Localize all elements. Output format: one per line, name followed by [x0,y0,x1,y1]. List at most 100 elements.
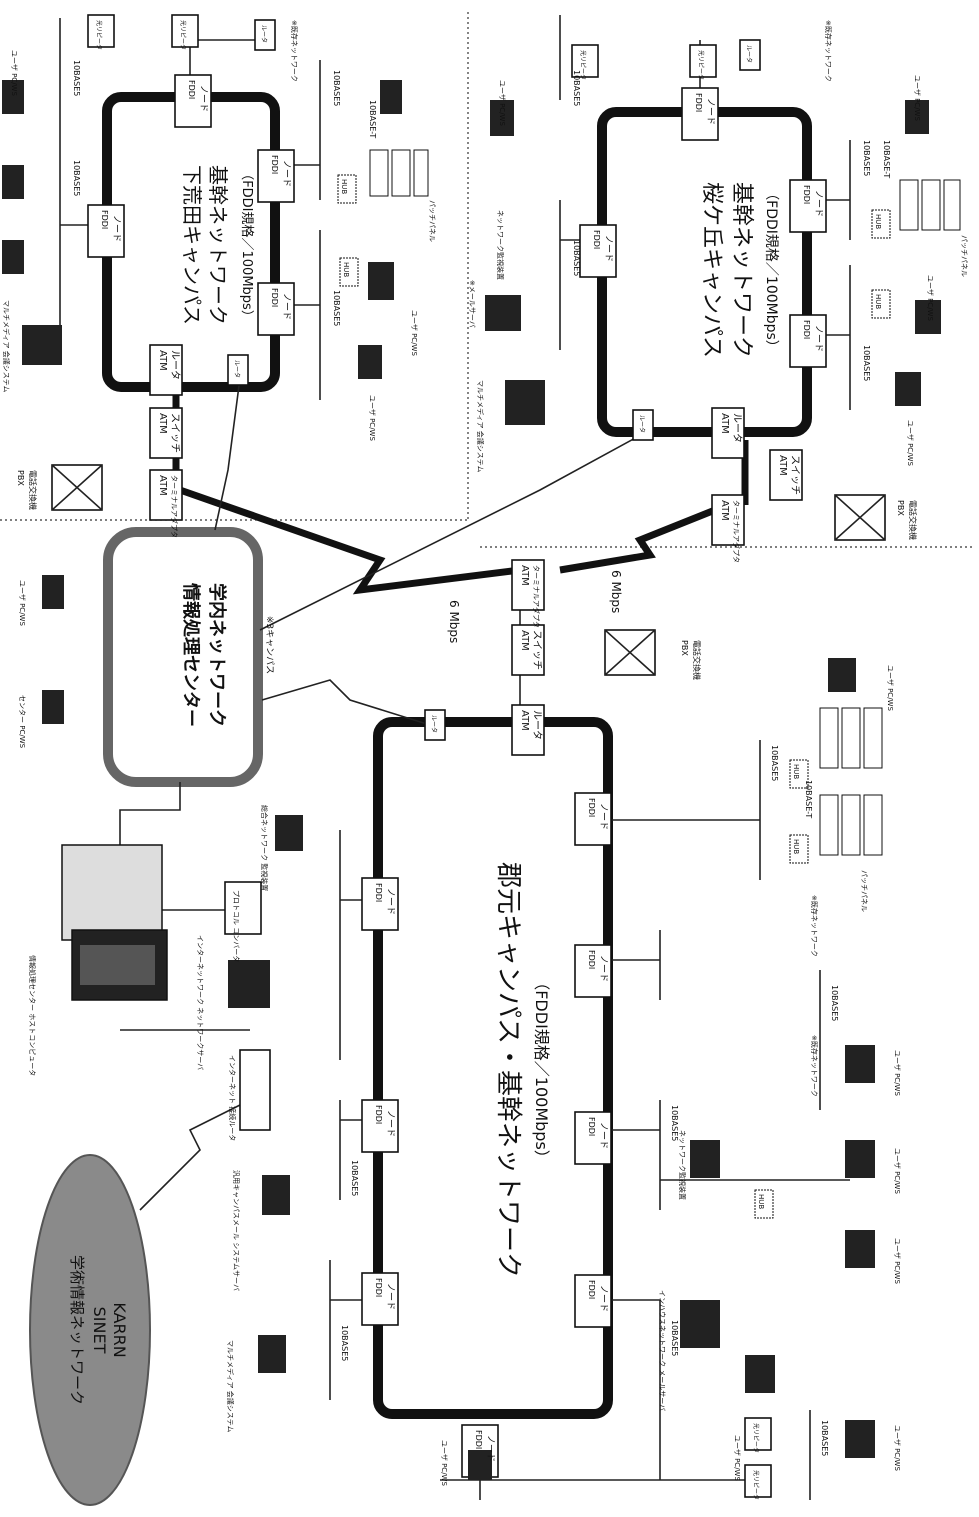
pbx-labels: PBX 電話交換機 PBX 電話交換機 PBX 電話交換機 [16,470,918,680]
svg-text:※既存ネットワーク: ※既存ネットワーク [824,20,833,82]
svg-text:ルータ: ルータ [638,415,646,433]
svg-text:ユーザ PC/WS: ユーザ PC/WS [893,1238,901,1284]
svg-text:10BASE-T: 10BASE-T [882,140,891,178]
repeater-labels: 光リピータ 光リピータ 光リピータ 光リピータ 光リピータ 光リピータ [95,20,760,1500]
hub-labels: HUB HUB HUB HUB HUB HUB HUB [340,179,882,1209]
svg-text:ターミナルアダプタ: ターミナルアダプタ [732,500,741,563]
atm-labels: ATM ルータ ATM スイッチ ATM ターミナルアダプタ ATM ルータ A… [157,350,801,740]
svg-text:10BASE5: 10BASE5 [332,290,341,326]
svg-text:10BASE-T: 10BASE-T [804,780,813,818]
svg-text:10BASE5: 10BASE5 [572,70,581,106]
svg-text:汎用キャンパスメール システムサーバ: 汎用キャンパスメール システムサーバ [232,1170,241,1291]
svg-text:ルータ: ルータ [731,413,743,443]
svg-text:HUB: HUB [342,262,350,277]
svg-text:10BASE5: 10BASE5 [670,1105,679,1141]
svg-text:FDDI: FDDI [587,1280,596,1299]
svg-text:マルチメディア 会議システム: マルチメディア 会議システム [2,300,11,393]
svg-text:10BASE5: 10BASE5 [340,1325,349,1361]
svg-text:ノード: ノード [385,1283,395,1310]
svg-text:ユーザ PC/WS: ユーザ PC/WS [893,1148,901,1194]
svg-text:ネットワーク監視装置: ネットワーク監視装置 [496,210,505,280]
svg-text:ユーザ PC/WS: ユーザ PC/WS [498,80,506,126]
existing-net-labels: ※既存ネットワーク ※既存ネットワーク ※既存ネットワーク ※既存ネットワーク [290,20,833,1097]
karrn-label: KARRN [110,1302,129,1357]
svg-text:FDDI: FDDI [694,93,703,112]
svg-text:※既存ネットワーク: ※既存ネットワーク [290,20,299,82]
svg-text:※メールサーバ: ※メールサーバ [468,280,476,328]
svg-text:ノード: ノード [598,955,608,982]
sinet-label: SINET [90,1307,109,1354]
sakuragaoka-spec: （FDDI規格／100Mbps） [763,186,779,354]
svg-text:ATM: ATM [157,475,168,496]
svg-text:HUB: HUB [757,1194,765,1209]
sakuragaoka-title: 桜ケ丘キャンパス [699,182,724,358]
svg-text:マルチメディア 会議システム: マルチメディア 会議システム [476,380,485,473]
svg-text:ノード: ノード [705,98,715,125]
svg-text:ノード: ノード [598,1285,608,1312]
svg-text:HUB: HUB [792,839,800,854]
svg-text:光リピータ: 光リピータ [752,1423,760,1453]
svg-text:ノード: ノード [281,293,291,320]
svg-text:HUB: HUB [340,179,348,194]
speed-label-1: 6 Mbps [447,600,461,643]
atm-boxes [149,344,803,756]
svg-text:ルータ: ルータ [745,45,753,63]
center-title: 情報処理センター [180,583,202,727]
router-labels: ルータ ルータ ルータ ルータ ルータ [233,25,753,733]
svg-text:HUB: HUB [792,764,800,779]
svg-text:ノード: ノード [385,888,395,915]
center-host-link [119,782,181,850]
thin-link-1 [214,377,241,531]
svg-text:FDDI: FDDI [270,288,279,307]
thin-link-3 [261,679,431,726]
svg-text:インターネット 接続ルータ: インターネット 接続ルータ [228,1055,237,1141]
svg-text:光リピータ: 光リピータ [95,20,103,50]
svg-text:FDDI: FDDI [474,1430,483,1449]
base5-labels: 10BASE5 10BASE5 10BASE5 10BASE5 10BASE5 … [72,60,871,1456]
svg-text:FDDI: FDDI [374,883,383,902]
svg-text:ユーザ PC/WS: ユーザ PC/WS [926,275,934,321]
protocol-converter-box [224,881,262,935]
svg-text:※既存ネットワーク: ※既存ネットワーク [810,895,819,957]
shimoarata-spec: （FDDI規格／100Mbps） [239,167,255,323]
host-computer [61,844,168,1001]
svg-text:スイッチ: スイッチ [169,413,181,453]
pc-icons [2,80,941,1480]
shimoarata-subtitle: 基幹ネットワーク [206,165,230,325]
korimoto-title: 郡元キャンパス・基幹ネットワーク [493,862,523,1278]
svg-text:ノード: ノード [598,1122,608,1149]
svg-text:FDDI: FDDI [187,80,196,99]
svg-text:ノード: ノード [603,235,613,262]
svg-text:ノード: ノード [281,160,291,187]
svg-text:ノード: ノード [485,1435,495,1462]
hubs [337,174,891,1219]
svg-text:ノード: ノード [598,803,608,830]
center-pcws-label: センター PC/WS [18,695,27,749]
svg-text:ターミナルアダプタ: ターミナルアダプタ [170,475,179,538]
svg-text:ユーザ PC/WS: ユーザ PC/WS [10,50,18,96]
speed-label-2: 6 Mbps [609,570,623,613]
pbx-boxes [51,464,886,676]
svg-text:10BASE5: 10BASE5 [72,60,81,96]
svg-text:FDDI: FDDI [270,155,279,174]
svg-text:ユーザ PC/WS: ユーザ PC/WS [893,1425,901,1471]
fddi-node-labels: FDDI FDDI FDDI FDDI FDDI FDDI FDDI FDDI … [100,80,811,1449]
svg-text:ATM: ATM [519,565,530,586]
svg-text:電話交換機: 電話交換機 [692,640,702,680]
svg-text:FDDI: FDDI [100,210,109,229]
sakuragaoka-subtitle: 基幹ネットワーク [729,182,754,358]
thin-link-2 [259,429,651,631]
sinet-link [139,1099,251,1211]
device-labels: マルチメディア 会議システム マルチメディア 会議システム マルチメディア 会議… [2,210,687,1433]
svg-text:パッチパネル: パッチパネル [860,870,868,912]
baset-labels: 10BASE-T 10BASE-T 10BASE-T [368,100,891,818]
svg-text:10BASE5: 10BASE5 [820,1420,829,1456]
svg-text:ユーザ PC/WS: ユーザ PC/WS [893,1050,901,1096]
svg-text:HUB: HUB [874,214,882,229]
svg-text:ATM: ATM [519,630,530,651]
svg-text:10BASE5: 10BASE5 [862,140,871,176]
svg-text:ATM: ATM [157,350,168,371]
svg-text:情報処理センター ホストコンピュータ: 情報処理センター ホストコンピュータ [28,955,37,1076]
patch-panel-labels: パッチパネル パッチパネル パッチパネル [428,200,968,912]
svg-text:FDDI: FDDI [802,320,811,339]
